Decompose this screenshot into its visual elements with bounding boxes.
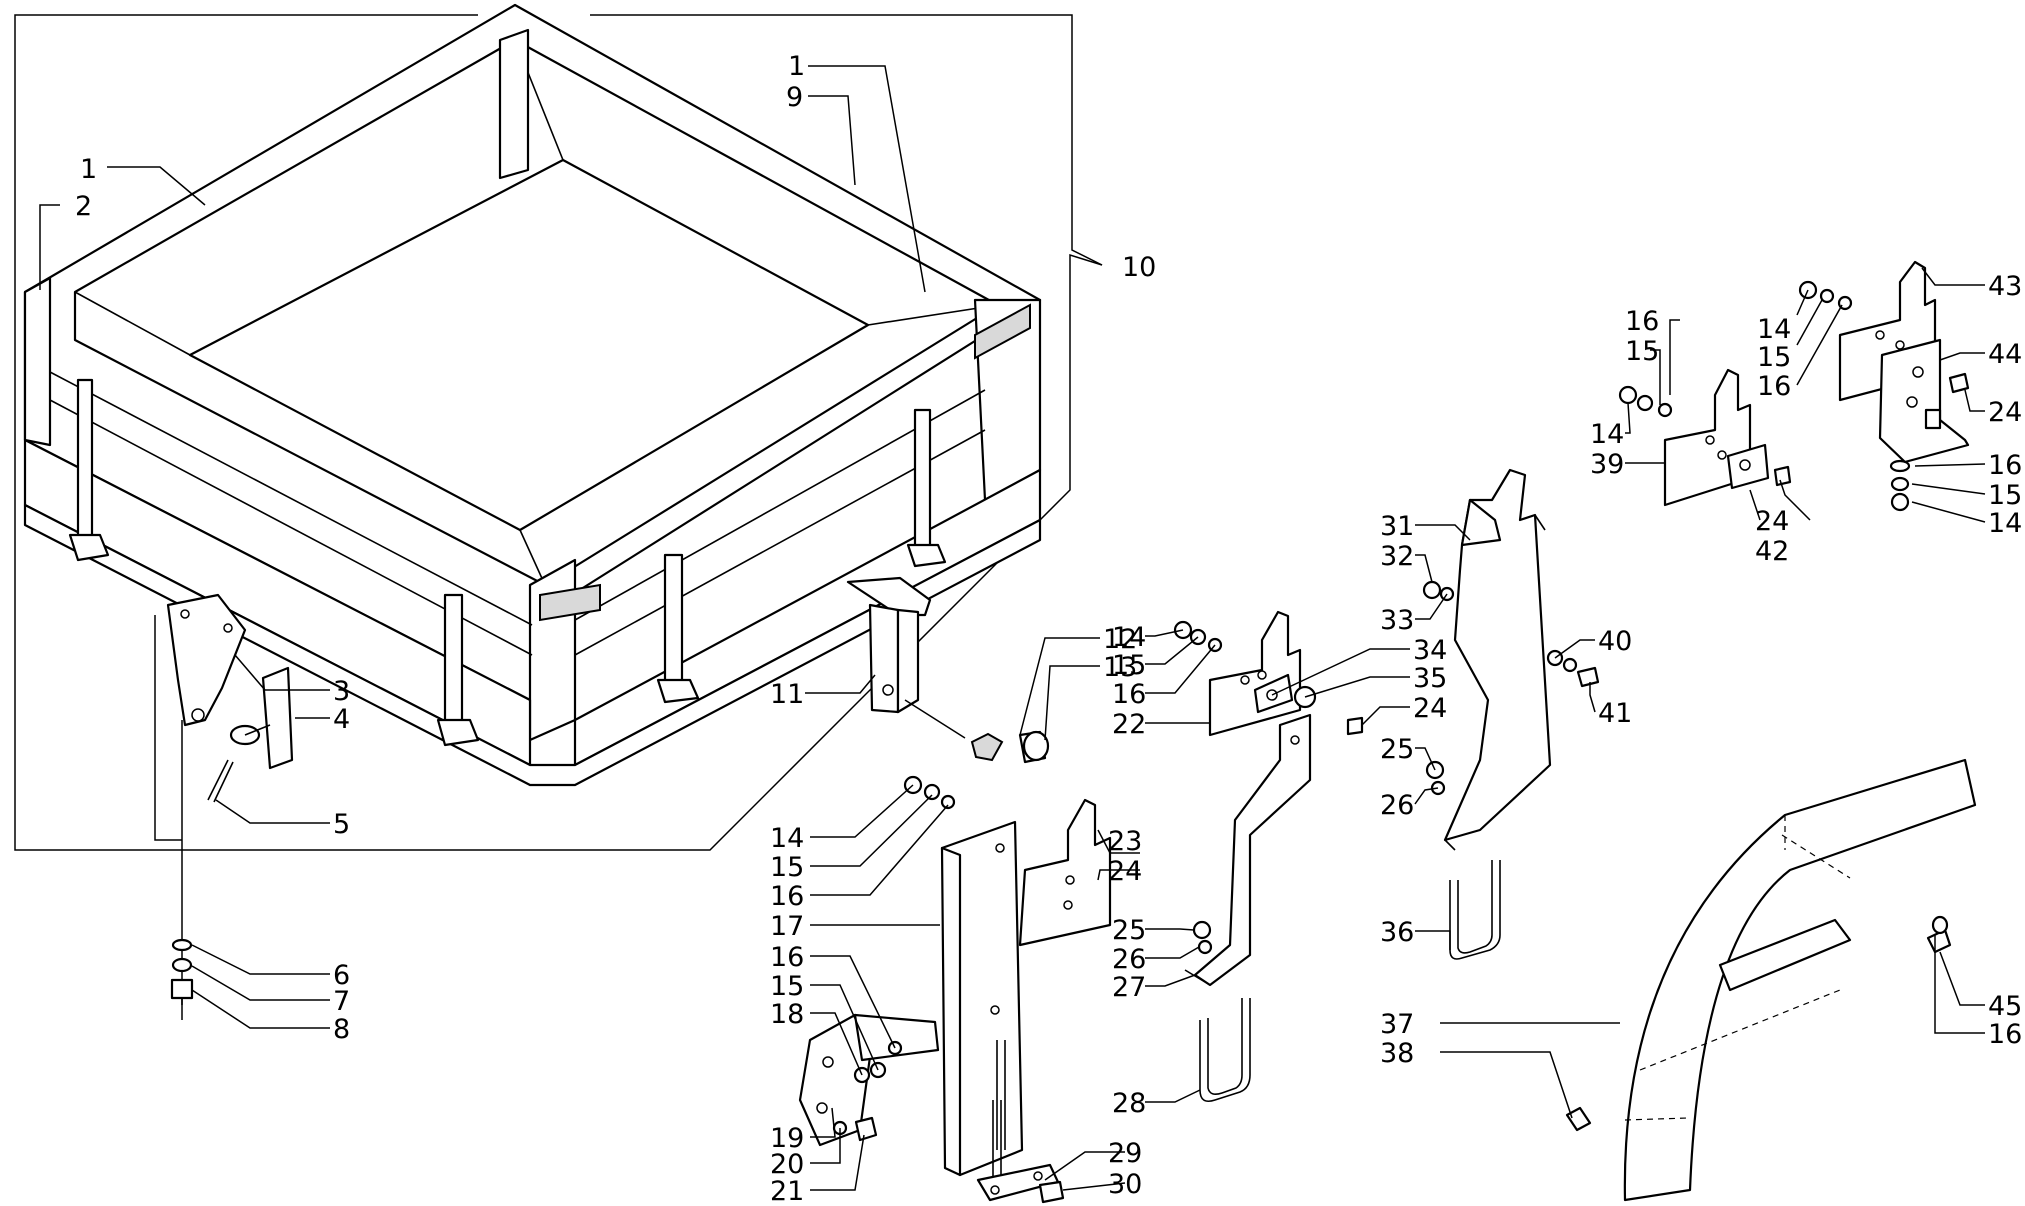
callout-14-b: 14 <box>1112 622 1146 653</box>
callout-19: 19 <box>770 1123 804 1154</box>
callout-24-b: 24 <box>1413 693 1447 724</box>
callout-11: 11 <box>770 679 804 710</box>
plate-39 <box>1663 368 1752 507</box>
support-11 <box>846 576 932 714</box>
callout-22: 22 <box>1112 709 1146 740</box>
callout-14-a: 14 <box>770 823 804 854</box>
callout-1-a: 1 <box>80 154 97 185</box>
callout-16-f: 16 <box>1988 450 2022 481</box>
callout-9: 9 <box>786 82 803 113</box>
callout-15-b: 15 <box>770 971 804 1002</box>
callout-4: 4 <box>333 704 350 735</box>
bracket-44 <box>1878 338 1970 464</box>
callout-24-a: 24 <box>1108 856 1142 887</box>
callout-14-e: 14 <box>1988 508 2022 539</box>
callout-42: 42 <box>1755 536 1789 567</box>
callout-13: 13 <box>1103 652 1137 683</box>
callout-2: 2 <box>75 191 92 222</box>
callout-31: 31 <box>1380 511 1414 542</box>
callout-16-g: 16 <box>1988 1019 2022 1050</box>
callout-1-b: 1 <box>788 51 805 82</box>
leader-lines <box>39 65 1986 1191</box>
callout-3: 3 <box>333 676 350 707</box>
u-bolt-28 <box>1199 998 1251 1103</box>
callout-38: 38 <box>1380 1038 1414 1069</box>
callout-12: 12 <box>1103 624 1137 655</box>
bracket-31 <box>1443 468 1552 851</box>
callout-26-a: 26 <box>1112 944 1146 975</box>
callout-41: 41 <box>1598 698 1632 729</box>
callout-15-c: 15 <box>1112 650 1146 681</box>
pin-4 <box>229 666 294 770</box>
plate-23 <box>1018 798 1112 947</box>
callout-26-b: 26 <box>1380 790 1414 821</box>
callout-34: 34 <box>1413 635 1447 666</box>
callout-43: 43 <box>1988 271 2022 302</box>
nuts-39 <box>1618 385 1792 487</box>
callout-18: 18 <box>770 999 804 1030</box>
callout-8: 8 <box>333 1014 350 1045</box>
callout-39: 39 <box>1590 449 1624 480</box>
callout-45: 45 <box>1988 991 2022 1022</box>
plate-19 <box>798 1013 940 1147</box>
callout-10: 10 <box>1122 252 1156 283</box>
callout-17: 17 <box>770 911 804 942</box>
callout-15-d: 15 <box>1625 336 1659 367</box>
bracket-17 <box>940 820 1024 1177</box>
cotter-pin-5 <box>207 759 234 803</box>
callout-16-c: 16 <box>1112 679 1146 710</box>
callout-37: 37 <box>1380 1009 1414 1040</box>
callout-25-a: 25 <box>1112 915 1146 946</box>
callout-15-f: 15 <box>1988 480 2022 511</box>
bolts-38-45 <box>1565 915 1952 1132</box>
callout-28: 28 <box>1112 1088 1146 1119</box>
callout-16-d: 16 <box>1625 306 1659 337</box>
callout-labels: 1 2 1 9 10 3 4 5 6 7 8 11 12 13 14 15 16… <box>75 51 2022 1206</box>
callout-44: 44 <box>1988 339 2022 370</box>
fender-37 <box>1623 758 1977 1202</box>
bolt-8-and-washers <box>170 938 194 1005</box>
callout-7: 7 <box>333 986 350 1017</box>
callout-14-d: 14 <box>1757 314 1791 345</box>
cargo-box <box>23 3 1042 787</box>
callout-33: 33 <box>1380 605 1414 636</box>
u-bolt-36 <box>1449 860 1501 960</box>
callout-16-b: 16 <box>770 942 804 973</box>
hinge-bracket-3 <box>166 593 247 727</box>
callout-15-e: 15 <box>1757 342 1791 373</box>
callout-36: 36 <box>1380 917 1414 948</box>
callout-5: 5 <box>333 809 350 840</box>
callout-32: 32 <box>1380 541 1414 572</box>
callout-40: 40 <box>1598 626 1632 657</box>
callout-23: 23 <box>1108 826 1142 857</box>
nuts-14-15-16-left <box>903 775 956 810</box>
callout-15-a: 15 <box>770 852 804 883</box>
knob-13 <box>970 730 1050 764</box>
callout-16-e: 16 <box>1757 371 1791 402</box>
callout-35: 35 <box>1413 663 1447 694</box>
plate-22 <box>1208 610 1302 737</box>
callout-24-d: 24 <box>1988 397 2022 428</box>
u-bolt-29-30 <box>976 1040 1065 1204</box>
plate-42 <box>1726 443 1770 490</box>
callout-24-c: 24 <box>1755 506 1789 537</box>
callout-25-b: 25 <box>1380 734 1414 765</box>
callout-16-a: 16 <box>770 881 804 912</box>
cargo-box-group-frame <box>14 14 1103 851</box>
bracket-27 <box>1184 713 1312 987</box>
fasteners-18-20-21 <box>832 1040 903 1142</box>
callout-21: 21 <box>770 1176 804 1206</box>
callout-29: 29 <box>1108 1138 1142 1169</box>
callout-6: 6 <box>333 960 350 991</box>
callout-30: 30 <box>1108 1169 1142 1200</box>
callout-14-c: 14 <box>1590 419 1624 450</box>
callout-20: 20 <box>770 1149 804 1180</box>
callout-27: 27 <box>1112 972 1146 1003</box>
